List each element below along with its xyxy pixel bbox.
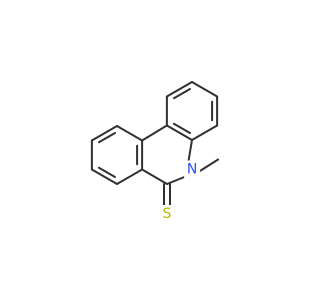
bond-top-ring-2 xyxy=(191,124,219,141)
bond-top-ring-3 xyxy=(165,124,193,141)
bond-top-ring-5 xyxy=(165,81,193,98)
bond-mid-top-to-n xyxy=(187,139,193,165)
bond-left-ring-2 xyxy=(116,168,144,185)
bond-mid-cs-to-left xyxy=(141,168,168,185)
bond-top-ring-double-2 xyxy=(172,122,191,135)
bond-left-ring-5 xyxy=(90,125,118,142)
nitrogen-atom-label-background xyxy=(184,160,201,179)
sulfur-atom-label: S xyxy=(163,206,172,222)
bond-left-ring-double-0 xyxy=(97,131,116,144)
molecule-structure-diagram: NS xyxy=(90,81,220,223)
bond-left-ring-0 xyxy=(116,125,144,142)
bond-left-ring-3 xyxy=(90,168,118,185)
bond-n-methyl xyxy=(198,158,220,173)
bond-top-ring-double-0 xyxy=(172,87,191,100)
nitrogen-atom-label: N xyxy=(187,162,197,178)
bond-mid-left-to-top xyxy=(141,124,168,142)
bond-left-ring-double-2 xyxy=(97,166,116,179)
bond-top-ring-0 xyxy=(191,81,219,98)
sulfur-atom-label-background xyxy=(159,205,175,223)
